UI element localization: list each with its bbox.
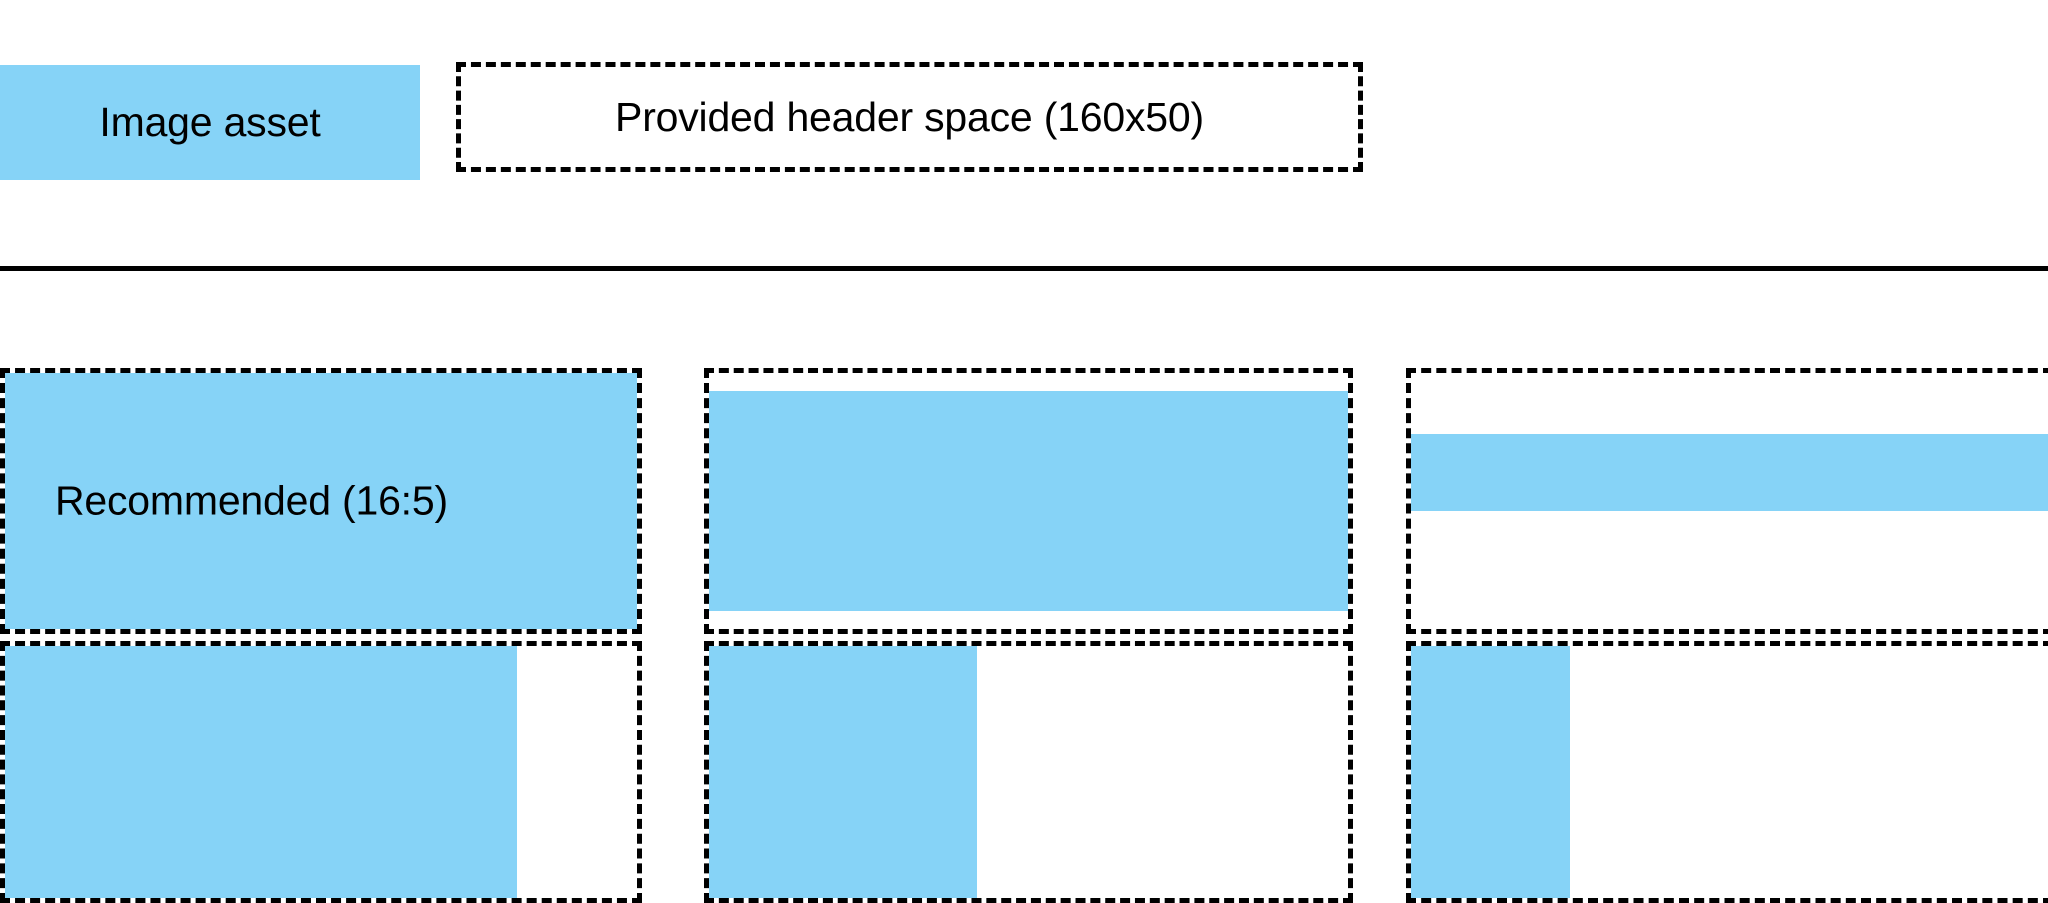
example-cell-recommended-16-5: Recommended (16:5) bbox=[0, 368, 642, 634]
asset-fill-narrow-width bbox=[1411, 646, 1571, 898]
asset-fill-shorter-height bbox=[709, 390, 1348, 612]
example-cell-shortest-height bbox=[1406, 368, 2048, 634]
header-legend: Image asset Provided header space (160x5… bbox=[0, 0, 2048, 268]
example-cell-narrow-width bbox=[1406, 641, 2048, 903]
provided-header-space-label: Provided header space (160x50) bbox=[615, 93, 1204, 140]
section-divider bbox=[0, 266, 2048, 271]
asset-fill-wide-width bbox=[5, 646, 517, 898]
example-cell-medium-width bbox=[704, 641, 1353, 903]
example-cell-shorter-height bbox=[704, 368, 1353, 634]
asset-fill-shortest-height bbox=[1411, 434, 2048, 512]
examples-grid: Recommended (16:5) bbox=[0, 271, 2048, 903]
recommended-ratio-label: Recommended (16:5) bbox=[55, 477, 448, 524]
example-cell-wide-width bbox=[0, 641, 642, 903]
asset-fill-medium-width bbox=[709, 646, 978, 898]
image-asset-swatch: Image asset bbox=[0, 65, 420, 180]
asset-fill-recommended bbox=[5, 373, 637, 629]
provided-header-space-box: Provided header space (160x50) bbox=[456, 62, 1363, 172]
image-asset-swatch-label: Image asset bbox=[99, 99, 321, 145]
